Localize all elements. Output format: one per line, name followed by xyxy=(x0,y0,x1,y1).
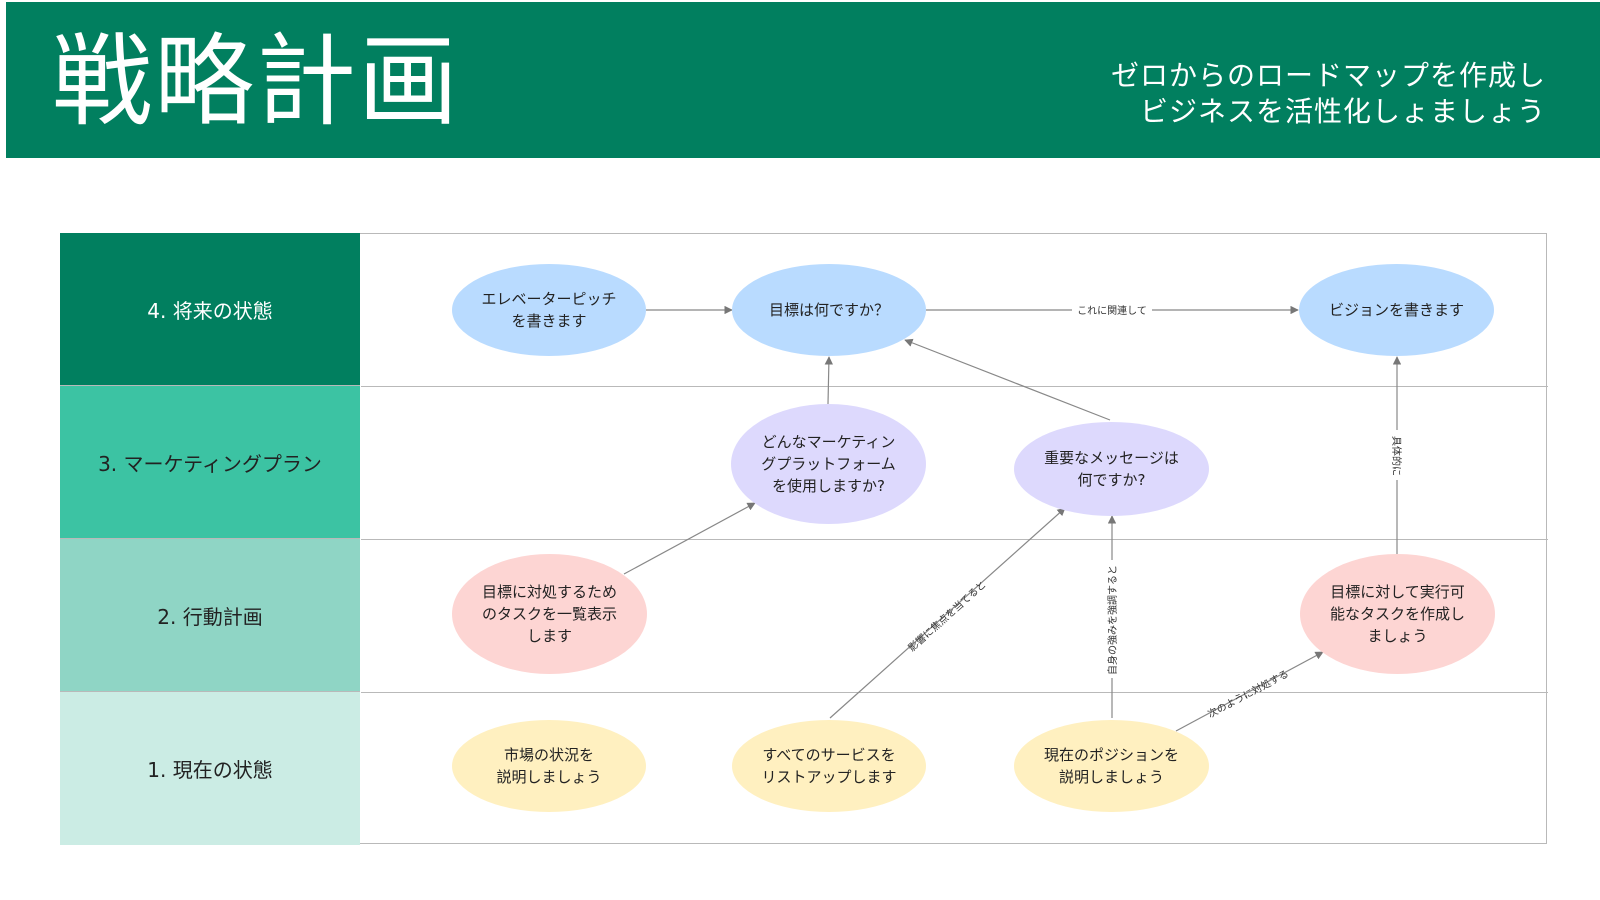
edge-label-strengths: 自身の強みを強調すると xyxy=(1106,565,1119,675)
node-label: どんなマーケティン グプラットフォーム を使用しますか? xyxy=(761,433,896,495)
node-label: 目標は何ですか？ xyxy=(768,301,889,319)
edge-message-to-goal xyxy=(904,338,1111,421)
node-platform[interactable]: どんなマーケティン グプラットフォーム を使用しますか? xyxy=(731,404,926,524)
node-label: 現在のポジションを 説明しましょう xyxy=(1043,746,1179,786)
node-label: 目標に対して実行可 能なタスクを作成し ましょう xyxy=(1329,583,1465,645)
row-divider xyxy=(361,386,1548,387)
row-divider xyxy=(361,539,1548,540)
node-label: 重要なメッセージは 何ですか? xyxy=(1044,449,1179,489)
subtitle-line-1: ゼロからのロードマップを作成し xyxy=(1110,59,1546,92)
page-title: 戦略計画 xyxy=(52,23,460,140)
node-services[interactable]: すべてのサービスを リストアップします xyxy=(732,720,926,812)
lane-label-future: 4. 将来の状態 xyxy=(60,233,360,386)
node-key-message[interactable]: 重要なメッセージは 何ですか? xyxy=(1014,422,1209,516)
node-label: エレベーターピッチ を書きます xyxy=(481,290,617,330)
page-subtitle: ゼロからのロードマップを作成し ビジネスを活性化しょましょう xyxy=(846,58,1546,130)
subtitle-line-2: ビジネスを活性化しょましょう xyxy=(1139,95,1546,128)
row-divider xyxy=(361,692,1548,693)
edge-label-related: これに関連して xyxy=(1077,304,1147,317)
node-goal[interactable]: 目標は何ですか？ xyxy=(732,264,926,356)
node-label: ビジョンを書きます xyxy=(1328,301,1464,319)
lane-label-current: 1. 現在の状態 xyxy=(60,692,360,845)
node-elevator-pitch[interactable]: エレベーターピッチ を書きます xyxy=(452,264,646,356)
node-actionable-tasks[interactable]: 目標に対して実行可 能なタスクを作成し ましょう xyxy=(1300,554,1495,674)
edge-platform-to-goal xyxy=(824,356,834,405)
lane-label-action: 2. 行動計画 xyxy=(60,539,360,692)
node-label: 目標に対処するため のタスクを一覧表示 します xyxy=(481,583,617,645)
node-market[interactable]: 市場の状況を 説明しましょう xyxy=(452,720,646,812)
node-position[interactable]: 現在のポジションを 説明しましょう xyxy=(1014,720,1209,812)
edge-position-to-tasks xyxy=(1175,651,1324,732)
edge-tasklist-to-platform xyxy=(623,502,756,575)
edge-label-concretely: 具体的に xyxy=(1390,436,1403,476)
header-banner: 戦略計画 ゼロからのロードマップを作成し ビジネスを活性化しょましょう xyxy=(6,2,1600,158)
lane-label-marketing: 3. マーケティングプラン xyxy=(60,386,360,539)
edge-services-to-message xyxy=(829,507,1066,719)
lane-labels: 4. 将来の状態 3. マーケティングプラン 2. 行動計画 1. 現在の状態 xyxy=(60,233,360,845)
node-label: 市場の状況を 説明しましょう xyxy=(496,746,602,786)
node-label: すべてのサービスを リストアップします xyxy=(761,746,897,786)
node-task-list[interactable]: 目標に対処するため のタスクを一覧表示 します xyxy=(452,554,647,674)
node-vision[interactable]: ビジョンを書きます xyxy=(1299,264,1494,356)
